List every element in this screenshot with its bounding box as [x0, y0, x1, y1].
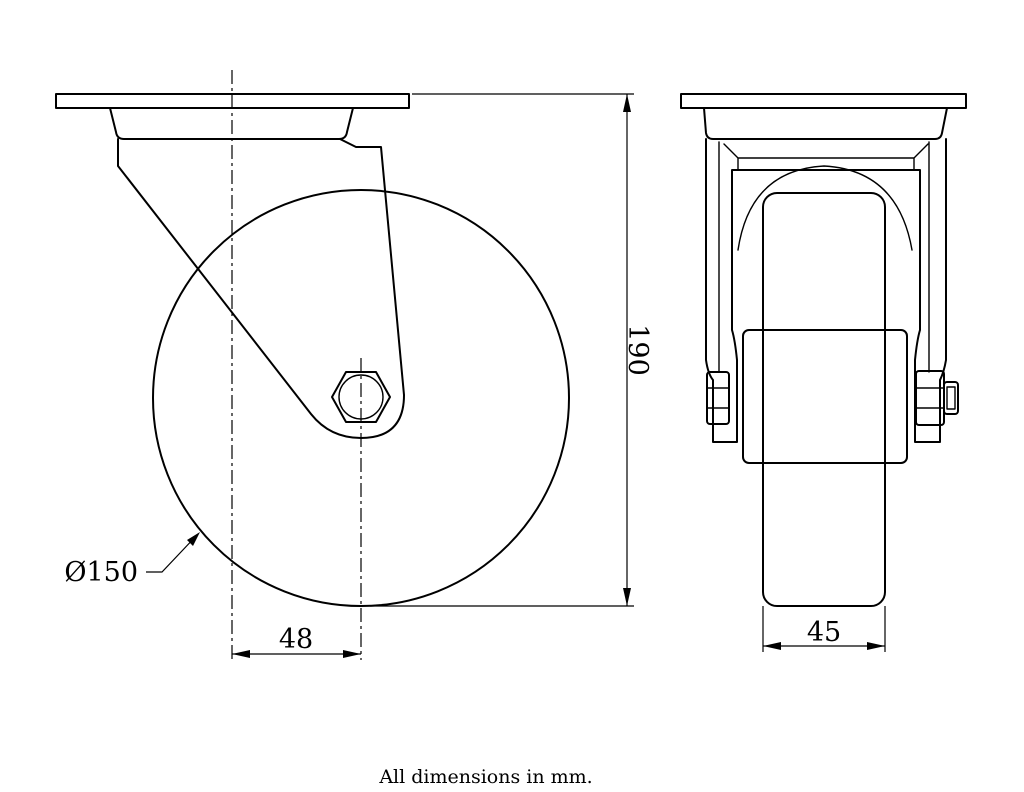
front-axle-nut-left [706, 371, 730, 425]
front-view [680, 93, 967, 607]
offset-dimension: 48 [232, 624, 361, 658]
diameter-leader: Ø150 [64, 532, 200, 588]
units-note: All dimensions in mm. [379, 766, 593, 788]
side-view [55, 70, 570, 660]
offset-dimension-label: 48 [279, 624, 313, 655]
front-wheel-hub [742, 329, 908, 464]
height-dimension-label: 190 [622, 324, 653, 376]
front-bearing-housing [703, 107, 948, 140]
diameter-dimension-label: Ø150 [64, 557, 138, 588]
width-dimension: 45 [762, 606, 886, 652]
front-fork [705, 138, 947, 443]
front-wheel-tire [762, 192, 886, 607]
front-axle-bolt-end [943, 381, 959, 415]
front-fork-inner [718, 141, 930, 373]
side-wheel [152, 189, 570, 607]
front-wheel-top-arc [737, 165, 913, 251]
width-dimension-label: 45 [807, 617, 841, 648]
side-axle-nut [331, 371, 391, 423]
front-top-plate [680, 93, 967, 109]
height-dimension: 190 [370, 93, 653, 607]
